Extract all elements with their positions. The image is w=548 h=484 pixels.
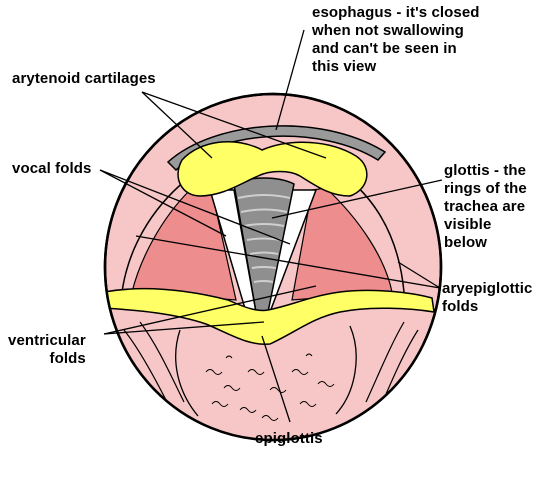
label-esophagus: esophagus - it's closed when not swallow… bbox=[312, 4, 480, 75]
label-ventricular-folds: ventricular folds bbox=[8, 332, 86, 367]
label-epiglottis: epiglottis bbox=[255, 430, 323, 447]
leader-lines bbox=[99, 29, 443, 423]
aryepiglottic-fold-right bbox=[349, 179, 405, 293]
label-aryepiglottic-folds: aryepiglottic folds bbox=[442, 280, 533, 315]
label-glottis: glottis - the rings of the trachea are v… bbox=[444, 162, 527, 251]
aryepiglottic-fold-left bbox=[121, 179, 187, 293]
epiglottis-lower-outline bbox=[175, 325, 357, 417]
label-arytenoid-cartilages: arytenoid cartilages bbox=[12, 70, 156, 87]
label-vocal-folds: vocal folds bbox=[12, 160, 92, 177]
epiglottis-body bbox=[110, 312, 430, 440]
epiglottis-texture bbox=[205, 353, 335, 421]
